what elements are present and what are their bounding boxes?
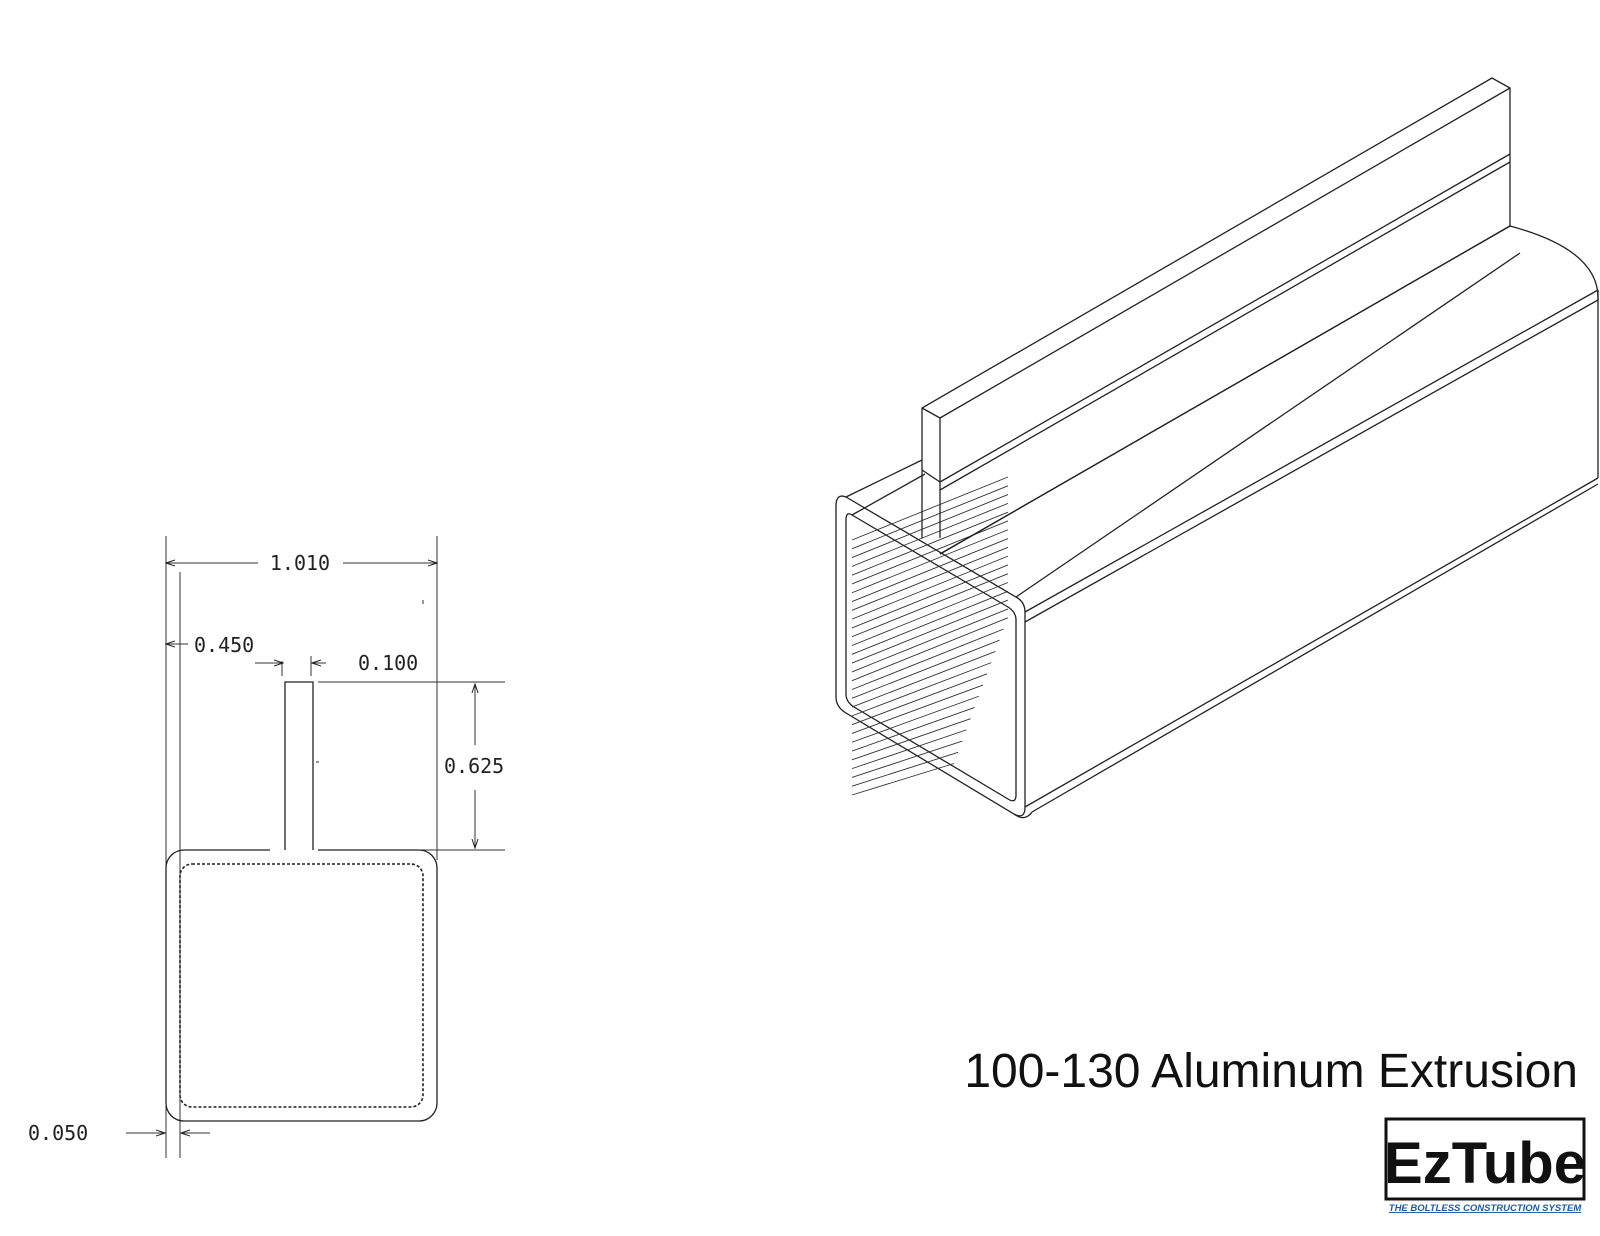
hatch-line [851,564,1009,629]
hatch-line [851,763,955,796]
dim-overall-width: 1.010 [166,551,437,575]
hatch-line [851,662,992,717]
hatch-line [851,555,1009,620]
hatch-line [851,707,975,752]
hatch-line [851,673,988,726]
dim-fin-height: 0.625 [444,684,504,848]
hatch-line [851,599,1009,664]
hatch-line [851,639,1000,699]
fin-profile [284,681,314,850]
hatch-line [851,718,971,761]
hatch-line [851,511,1009,576]
eztube-logo: EzTube THE BOLTLESS CONSTRUCTION SYSTEM [1384,1117,1586,1214]
drawing-title: 100-130 Aluminum Extrusion [964,1045,1578,1098]
hatch-line [851,684,984,734]
isometric-view [835,77,1599,819]
logo-tagline: THE BOLTLESS CONSTRUCTION SYSTEM [1389,1203,1583,1214]
hatch-line [851,485,1009,550]
hatch-line [851,582,1009,646]
dim-wall-thickness-label: 0.050 [28,1121,88,1145]
hatch-line [851,628,1004,690]
hatch-line [851,538,1009,602]
iso-interior-hatching [851,476,1009,796]
dim-fin-offset: 0.450 [166,633,254,657]
tube-outer-profile [165,849,438,1122]
hatch-line [851,494,1009,559]
hatch-line [851,617,1008,682]
hatch-line [851,740,963,778]
dim-overall-width-label: 1.010 [270,551,330,575]
hatch-line [851,520,1009,585]
dim-fin-width: 0.100 [255,651,418,676]
hatch-line [851,751,959,787]
dim-wall-thickness: 0.050 [28,1121,210,1145]
hatch-line [851,476,1009,541]
hatch-line [851,590,1009,655]
hatch-line [851,529,1009,594]
tube-inner-profile [179,863,424,1108]
hatch-line [851,573,1009,638]
logo-wordmark: EzTube [1384,1131,1586,1196]
iso-fin [921,77,1511,555]
dim-fin-offset-label: 0.450 [194,633,254,657]
dim-fin-width-label: 0.100 [358,651,418,675]
hatch-line [851,546,1009,611]
iso-end-face-inner [845,513,1017,802]
hatch-line [851,729,967,770]
dim-fin-height-label: 0.625 [444,754,504,778]
hatch-line [851,502,1009,567]
hatch-line [851,651,996,708]
cross-section-view: 1.010 0.450 0.100 0.625 0.050 [28,536,505,1158]
hatch-line [851,695,979,743]
hatch-line [851,608,1009,673]
